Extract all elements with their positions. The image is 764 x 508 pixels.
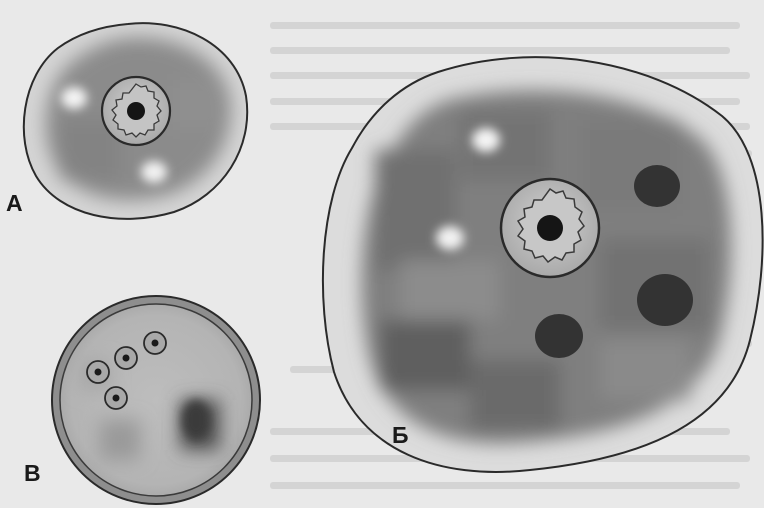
granule-icon [535, 314, 583, 358]
granule-icon [115, 347, 137, 369]
granule-icon [144, 332, 166, 354]
granule-icon [87, 361, 109, 383]
cell-a [24, 23, 247, 219]
nucleus-icon [501, 179, 599, 277]
granule-icon [637, 274, 693, 326]
cell-b [323, 57, 763, 472]
panel-label-a: А [6, 192, 23, 215]
granule-icon [634, 165, 680, 207]
panel-label-b: Б [392, 424, 409, 447]
nucleus-icon [102, 77, 170, 145]
cell-v [52, 296, 260, 504]
panel-label-v: В [24, 462, 41, 485]
granule-icon [105, 387, 127, 409]
